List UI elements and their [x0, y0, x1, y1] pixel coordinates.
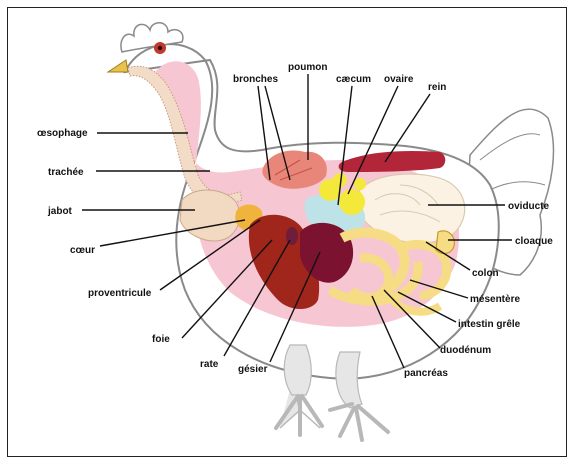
label-bronches: bronches [233, 74, 278, 85]
label-proventricule: proventricule [88, 288, 152, 299]
label-pancreas: pancréas [404, 368, 448, 379]
label-coeur: cœur [70, 245, 95, 256]
label-oesophage: œsophage [37, 128, 88, 139]
label-cloaque: cloaque [515, 236, 553, 247]
label-rein: rein [428, 82, 446, 93]
label-colon: colon [472, 268, 499, 279]
label-intestin-grele: intestin grêle [458, 319, 521, 330]
leg-right-shank [336, 352, 362, 408]
foot-right [330, 404, 388, 440]
label-ovaire: ovaire [384, 74, 414, 85]
label-poumon: poumon [288, 62, 327, 73]
pupil [158, 46, 162, 50]
label-duodenum: duodénum [440, 345, 491, 356]
label-rate: rate [200, 359, 219, 370]
foot-left [276, 396, 322, 435]
label-foie: foie [152, 334, 170, 345]
beak [108, 60, 128, 72]
label-jabot: jabot [47, 206, 73, 217]
ovary-follicle [339, 189, 365, 215]
label-gesier: gésier [238, 364, 268, 375]
label-trachee: trachée [48, 167, 84, 178]
label-caecum: cæcum [336, 74, 371, 85]
spleen [286, 227, 298, 245]
leg-left-shank [284, 345, 311, 395]
label-oviducte: oviducte [508, 201, 550, 212]
label-mesentere: mésentère [470, 294, 520, 305]
ovary-follicle [354, 178, 366, 190]
